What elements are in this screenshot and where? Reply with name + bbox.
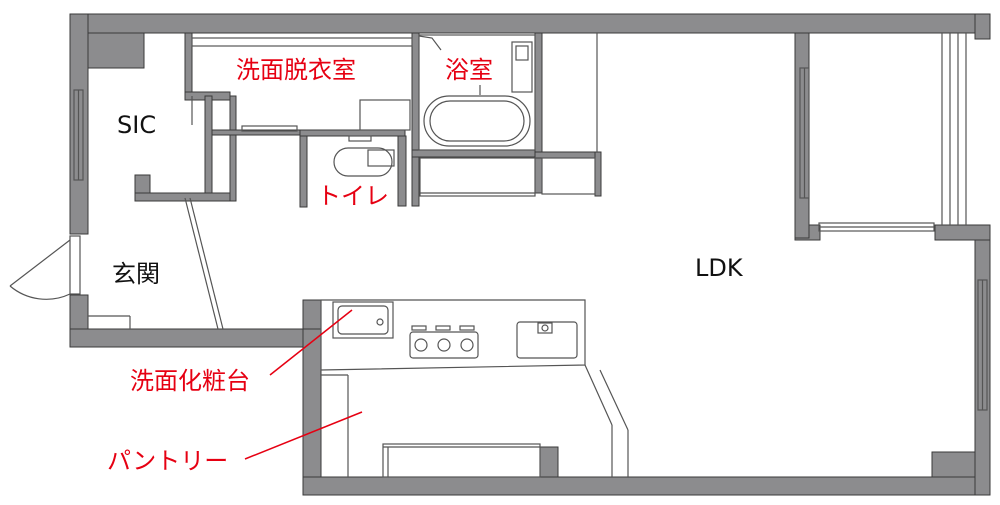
callout-lines: [244, 309, 363, 460]
fixtures: [9, 33, 988, 478]
outer-walls: [69, 13, 991, 496]
vanity-leader: [269, 309, 353, 376]
callout-label-vanity: 洗面化粧台: [130, 367, 250, 395]
callout-label-pantry: パントリー: [107, 447, 229, 475]
room-label-sic: SIC: [117, 111, 157, 139]
interior-walls: [134, 32, 602, 478]
pantry-leader: [244, 411, 363, 460]
room-label-washroom: 洗面脱衣室: [236, 56, 356, 84]
room-label-bath: 浴室: [445, 56, 493, 84]
room-label-entrance: 玄関: [112, 260, 160, 288]
room-label-ldk: LDK: [695, 254, 743, 282]
room-label-toilet: トイレ: [317, 182, 389, 210]
